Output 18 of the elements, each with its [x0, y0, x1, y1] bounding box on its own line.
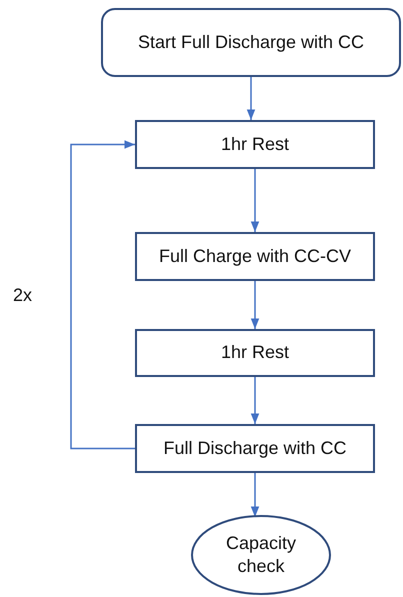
node-text: 1hr Rest	[220, 341, 290, 364]
node-text: Full Charge with CC-CV	[158, 244, 352, 268]
node-text: Start Full Discharge with CC	[136, 30, 366, 54]
process-box	[135, 232, 375, 281]
process-box	[135, 424, 375, 473]
node-text: 1hr Rest	[220, 132, 290, 156]
arrow	[70, 140, 135, 450]
process-box	[135, 329, 375, 377]
arrow	[246, 77, 256, 120]
arrow	[250, 473, 260, 517]
terminal-ellipse	[191, 515, 331, 595]
arrow	[250, 169, 260, 232]
node-text: Capacity check	[224, 532, 298, 578]
start-box	[101, 8, 401, 77]
arrow	[250, 281, 260, 329]
arrow	[250, 377, 260, 424]
process-box	[135, 120, 375, 169]
node-text: Full Discharge with CC	[162, 436, 348, 460]
